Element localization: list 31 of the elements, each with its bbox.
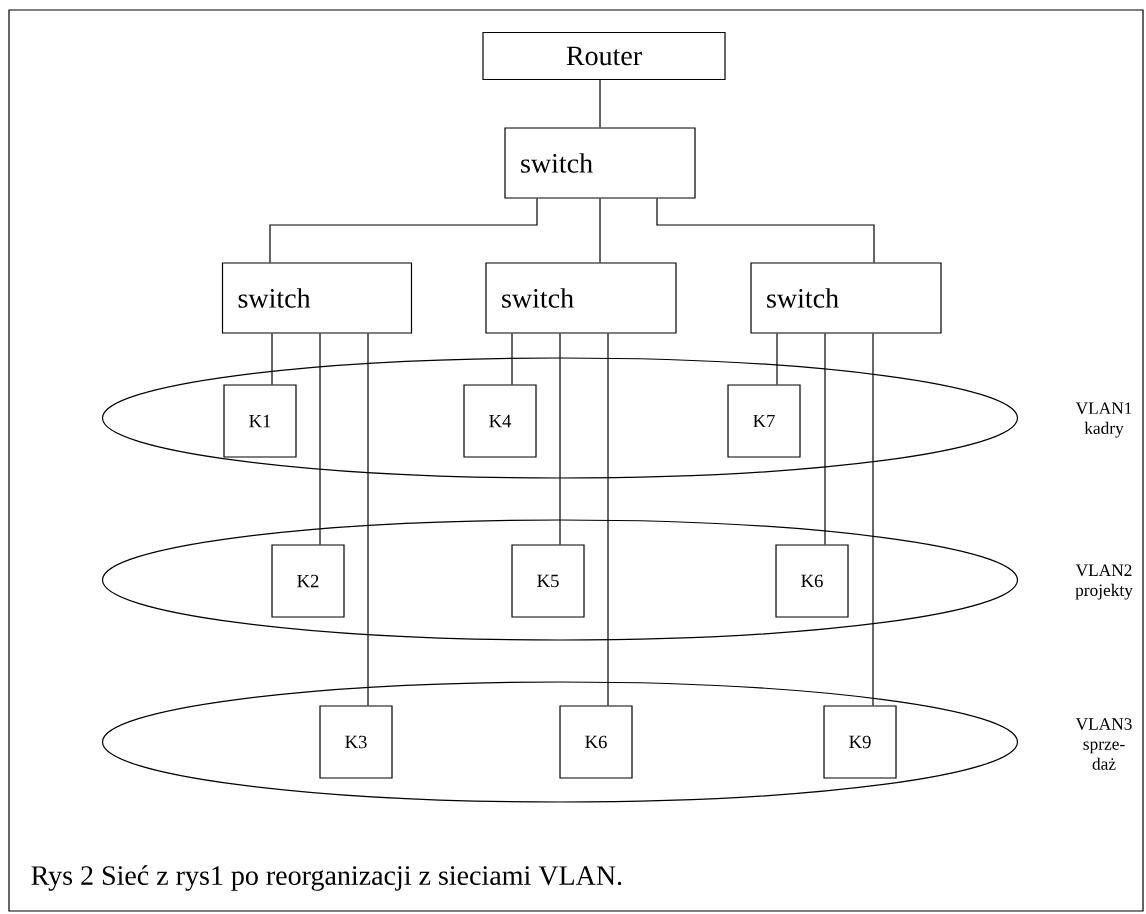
computer-box: K2 xyxy=(271,544,345,618)
computer-box: K6 xyxy=(559,705,633,779)
connector-line xyxy=(319,333,321,545)
computer-box: K5 xyxy=(511,544,585,618)
connector-line xyxy=(269,198,538,263)
connector-line xyxy=(367,333,369,706)
computer-box: K4 xyxy=(463,384,537,458)
connector-line xyxy=(872,333,874,706)
connector-line xyxy=(559,333,561,545)
vlan-label: VLAN3 sprze- daż xyxy=(1075,718,1132,770)
vlan-label: VLAN1 kadry xyxy=(1075,402,1132,438)
connector-line xyxy=(607,333,609,706)
connector-line xyxy=(599,79,601,128)
computer-box: K7 xyxy=(727,384,801,458)
switch-box: switch xyxy=(221,262,413,334)
computer-box: K6 xyxy=(775,544,849,618)
connector-line xyxy=(511,333,513,385)
vlan-label: VLAN2 projekty xyxy=(1075,564,1133,600)
switch-box: switch xyxy=(750,262,942,334)
router-box: Router xyxy=(482,31,726,81)
computer-box: K1 xyxy=(223,384,297,458)
switch-box: switch xyxy=(504,127,696,199)
connector-line xyxy=(656,198,875,263)
connector-line xyxy=(776,333,778,385)
connector-line xyxy=(824,333,826,545)
switch-box: switch xyxy=(485,262,677,334)
caption: Rys 2 Sieć z rys1 po reorganizacji z sieciami VLAN. xyxy=(31,865,622,891)
computer-box: K3 xyxy=(319,705,393,779)
connector-line xyxy=(271,333,273,385)
connector-line xyxy=(599,198,601,263)
computer-box: K9 xyxy=(823,705,897,779)
